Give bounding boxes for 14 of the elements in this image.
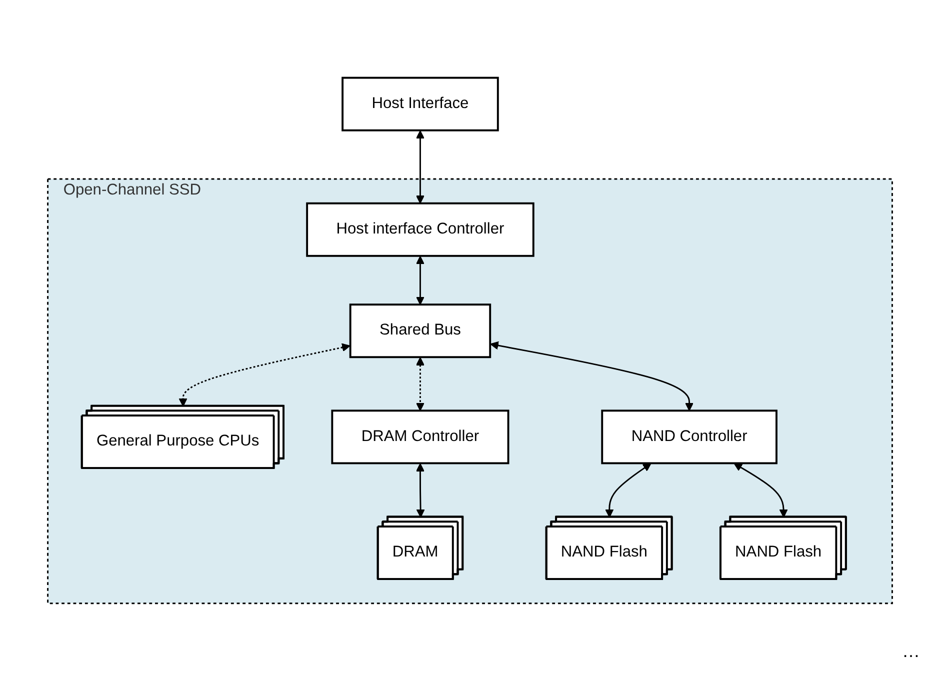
arrow [416, 256, 424, 306]
node-box: Shared Bus [349, 304, 492, 359]
node-box: NAND Controller [601, 410, 778, 465]
node-box: Host Interface [342, 77, 499, 132]
arrow [178, 344, 350, 408]
arrow [605, 463, 652, 518]
ellipsis-note: … [902, 641, 920, 661]
arrow [416, 130, 424, 204]
node-box: Host interface Controller [306, 202, 534, 258]
node-box: DRAM Controller [331, 410, 510, 465]
arrow [490, 342, 694, 412]
arrow [416, 358, 424, 412]
arrow [416, 464, 425, 518]
arrow [734, 463, 788, 518]
